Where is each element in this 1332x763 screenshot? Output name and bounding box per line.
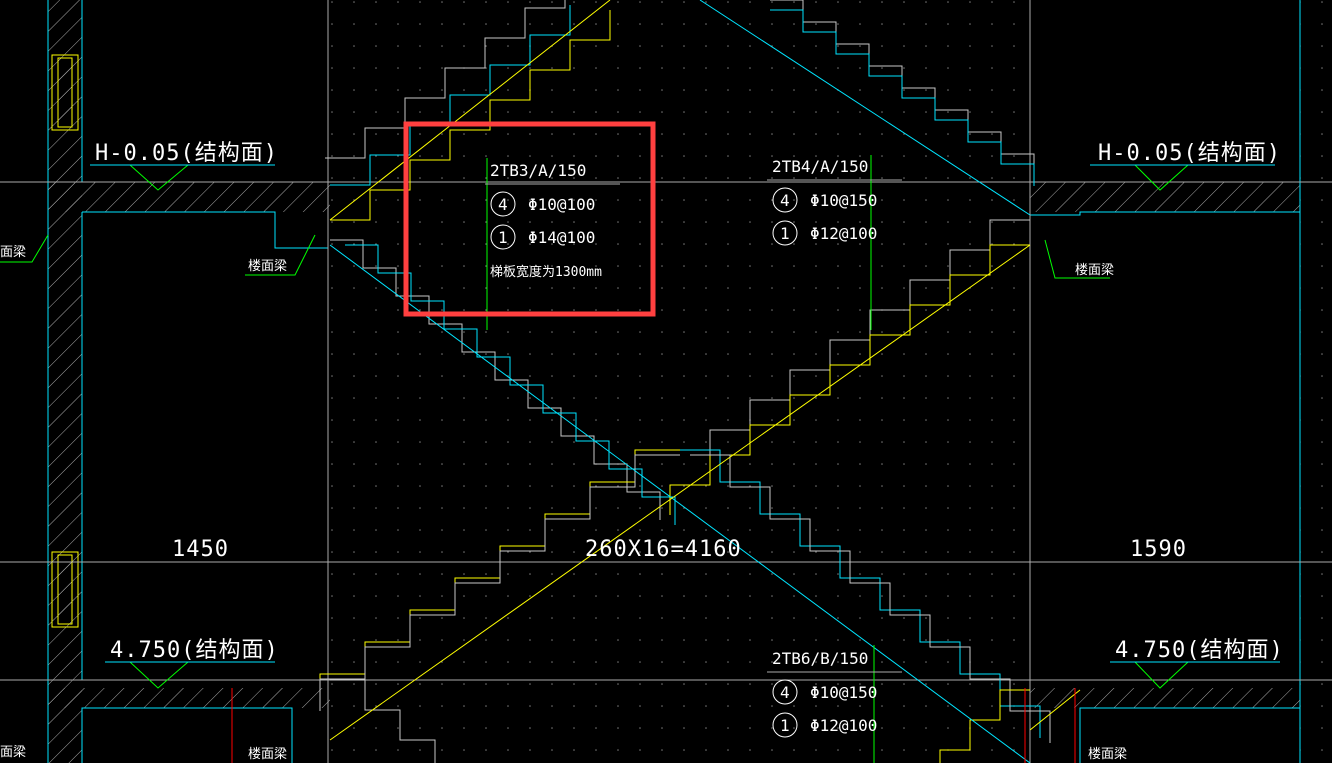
mark-circle	[772, 220, 798, 246]
beam-label: 楼面梁	[1088, 747, 1127, 762]
mark-circle	[772, 712, 798, 738]
note-title: 2TB6/B/150	[772, 649, 868, 668]
stair-step-line	[770, 9, 1035, 186]
level-top-right: H-0.05(结构面)	[1098, 141, 1281, 166]
level-bottom-left: 4.750(结构面)	[110, 638, 279, 663]
stair-step-line	[330, 10, 611, 221]
mark-number: 1	[780, 224, 790, 243]
mark-number: 1	[498, 228, 508, 247]
rebar-note-tb4: 2TB4/A/150 4 Φ10@150 1 Φ12@100	[767, 157, 902, 246]
rebar-spec: Φ10@100	[528, 195, 595, 214]
stair-step-line	[330, 239, 661, 520]
stair-step-line	[330, 679, 436, 763]
mark-number: 4	[780, 191, 790, 210]
stair-step-line	[345, 244, 676, 525]
dimension-right: 1590	[1130, 537, 1187, 562]
beam-label: 楼面梁	[248, 747, 287, 762]
stair-well-area	[330, 0, 1030, 763]
slab-diagonals	[329, 0, 1081, 763]
mark-circle	[490, 191, 516, 217]
note-title: 2TB4/A/150	[772, 157, 868, 176]
beam-label: 面梁	[0, 245, 26, 260]
stair-step-line	[330, 5, 571, 186]
dimension-middle: 260X16=4160	[585, 537, 742, 562]
stair-step-line	[319, 454, 680, 711]
level-bottom-right: 4.750(结构面)	[1115, 638, 1284, 663]
mark-circle	[772, 187, 798, 213]
mark-number: 4	[780, 683, 790, 702]
stair-width-note: 梯板宽度为1300mm	[490, 264, 602, 280]
rebar-spec: Φ14@100	[528, 228, 595, 247]
stair-step-line	[690, 454, 1051, 743]
mark-circle	[772, 679, 798, 705]
dimension-left: 1450	[172, 537, 229, 562]
rebar-spec: Φ12@100	[810, 716, 877, 735]
section-lines	[231, 688, 1076, 763]
beam-label: 楼面梁	[1075, 263, 1114, 278]
rebar-spec: Φ10@150	[810, 683, 877, 702]
rebar-spec: Φ10@150	[810, 191, 877, 210]
mark-circle	[490, 224, 516, 250]
stair-step-line	[680, 449, 1041, 738]
rebar-spec: Φ12@100	[810, 224, 877, 243]
leaders	[0, 155, 1189, 763]
stair-step-line	[939, 689, 1030, 763]
rebar-note-tb6: 2TB6/B/150 4 Φ10@150 1 Φ12@100	[767, 649, 902, 738]
beam-label: 面梁	[0, 745, 26, 760]
mark-number: 1	[780, 716, 790, 735]
highlight-box[interactable]	[403, 121, 656, 317]
walls	[47, 0, 1301, 763]
rebar-note-tb3: 2TB3/A/150 4 Φ10@100 1 Φ14@100 梯板宽度为1300mm	[485, 161, 620, 280]
mark-number: 4	[498, 195, 508, 214]
beam-label: 楼面梁	[248, 259, 287, 274]
stair-step-line	[325, 0, 566, 159]
stair-flights	[319, 0, 1051, 763]
level-top-left: H-0.05(结构面)	[95, 141, 278, 166]
note-title: 2TB3/A/150	[490, 161, 586, 180]
